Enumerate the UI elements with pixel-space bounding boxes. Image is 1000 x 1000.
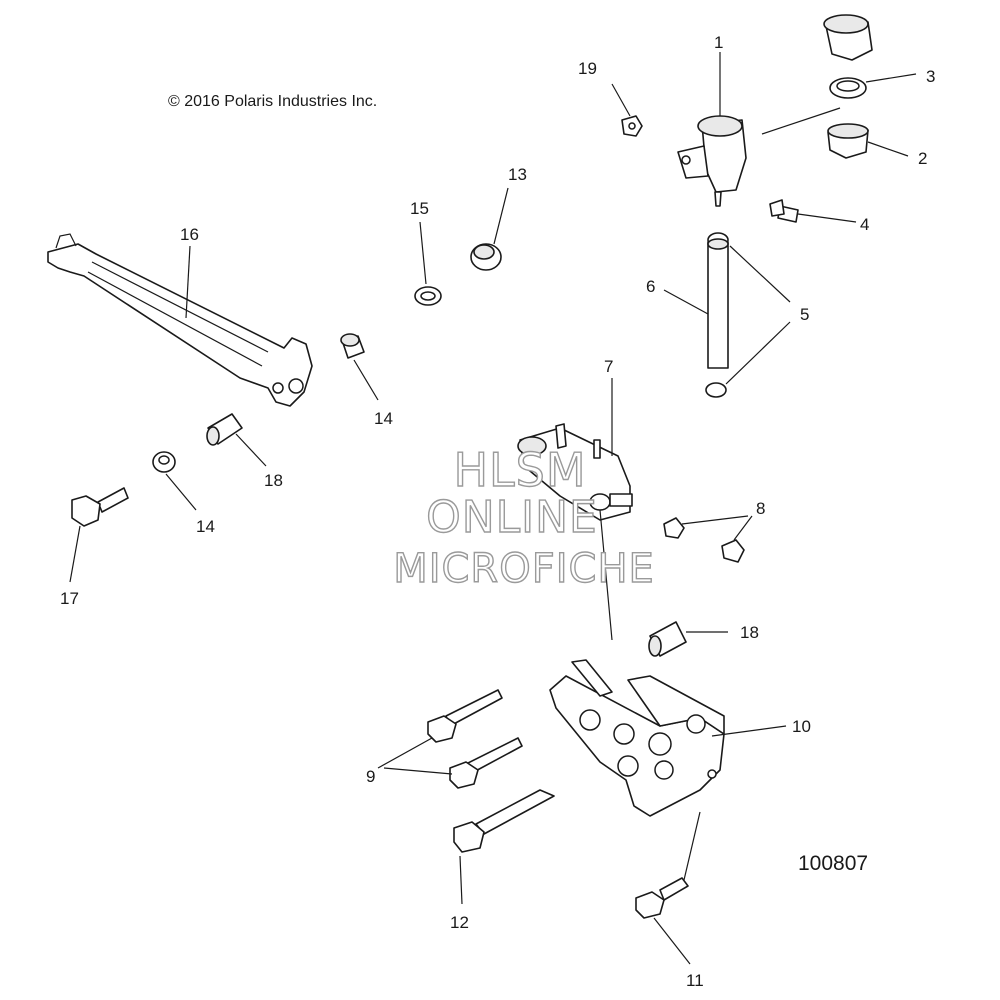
watermark: HLSM ONLINE MICROFICHE <box>392 442 655 592</box>
callout-18-right: 18 <box>740 623 759 642</box>
callout-5: 5 <box>800 305 809 324</box>
copyright-notice: © 2016 Polaris Industries Inc. <box>168 93 377 110</box>
part-diaphragm <box>829 77 867 99</box>
callout-17: 17 <box>60 589 79 608</box>
part-grommet <box>827 123 869 159</box>
part-bushing-13 <box>470 243 502 271</box>
callout-14-upper: 14 <box>374 409 393 428</box>
part-bushing-14-upper <box>340 333 365 359</box>
watermark-line-3: MICROFICHE <box>393 546 655 592</box>
watermark-line-2: ONLINE <box>426 492 598 543</box>
callout-7: 7 <box>604 357 613 376</box>
callout-19: 19 <box>578 59 597 78</box>
part-spacer-18-left <box>206 413 243 446</box>
part-spacer-18-right <box>648 621 687 657</box>
leader-lines <box>69 52 917 965</box>
callout-6: 6 <box>646 277 655 296</box>
part-retaining-clip <box>414 286 442 306</box>
part-master-cylinder <box>517 423 633 521</box>
callout-1: 1 <box>714 33 723 52</box>
part-screw-4 <box>769 199 799 223</box>
part-bolt-11 <box>635 877 689 919</box>
callout-9: 9 <box>366 767 375 786</box>
reference-number: 100807 <box>798 852 868 875</box>
callout-labels: 1 2 3 4 5 6 7 8 9 10 11 12 13 14 14 15 1… <box>60 33 935 990</box>
part-bracket <box>549 659 725 817</box>
part-bushing-14-lower <box>152 451 176 473</box>
part-nut-19 <box>621 115 643 137</box>
callout-14-lower: 14 <box>196 517 215 536</box>
part-bolts-9 <box>427 689 523 789</box>
watermark-line-1: HLSM <box>453 443 586 497</box>
callout-10: 10 <box>792 717 811 736</box>
callout-18-left: 18 <box>264 471 283 490</box>
part-brake-pedal <box>47 233 313 407</box>
part-hose-clamps <box>705 232 729 398</box>
callout-3: 3 <box>926 67 935 86</box>
callout-15: 15 <box>410 199 429 218</box>
callout-8: 8 <box>756 499 765 518</box>
callout-2: 2 <box>918 149 927 168</box>
part-bolt-17 <box>71 487 129 527</box>
part-reservoir-cap <box>823 14 873 61</box>
callout-13: 13 <box>508 165 527 184</box>
part-nuts-8 <box>663 517 745 563</box>
part-reservoir <box>677 115 747 207</box>
part-bolt-12 <box>453 789 555 853</box>
callout-12: 12 <box>450 913 469 932</box>
callout-4: 4 <box>860 215 869 234</box>
callout-16: 16 <box>180 225 199 244</box>
callout-11: 11 <box>686 971 704 990</box>
